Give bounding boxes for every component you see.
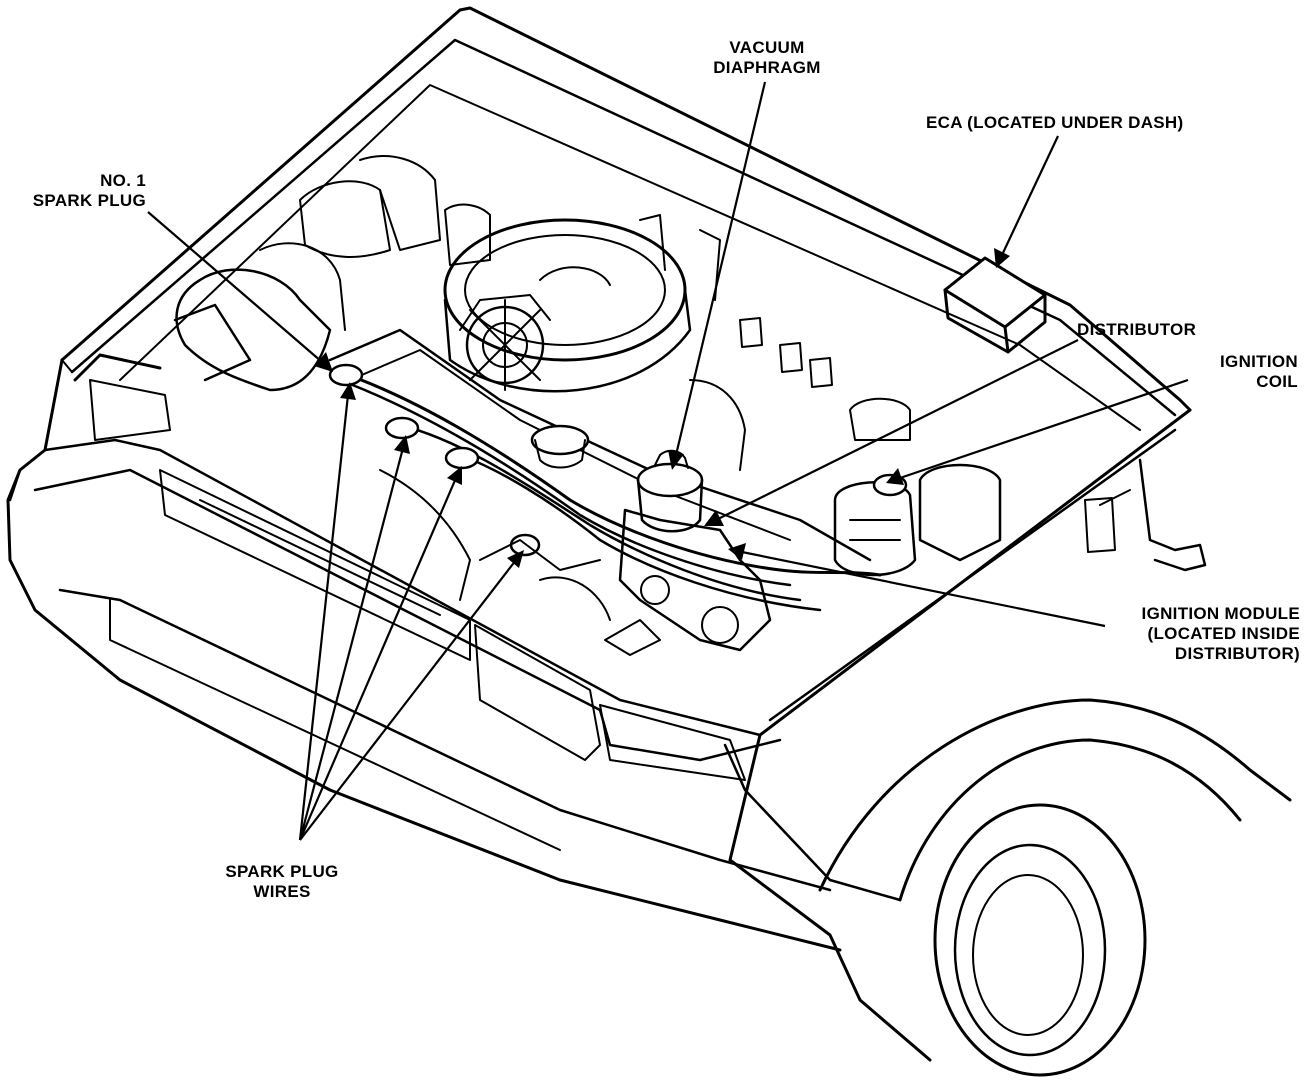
label-no1-spark-plug: NO. 1 SPARK PLUG [32, 171, 146, 210]
label-vacuum-diaphragm: VACUUM DIAPHRAGM [713, 38, 821, 77]
car-body [6, 6, 1292, 1077]
label-ignition-coil: IGNITION COIL [1220, 352, 1298, 391]
label-distributor: DISTRIBUTOR [1077, 320, 1197, 339]
label-eca: ECA (LOCATED UNDER DASH) [926, 113, 1184, 132]
engine-bay [173, 155, 1002, 656]
leader-lines [147, 81, 1189, 841]
label-ignition-module: IGNITION MODULE (LOCATED INSIDE DISTRIBU… [1141, 604, 1300, 663]
label-spark-plug-wires: SPARK PLUG WIRES [225, 862, 339, 901]
eca-module-box [943, 256, 1047, 354]
